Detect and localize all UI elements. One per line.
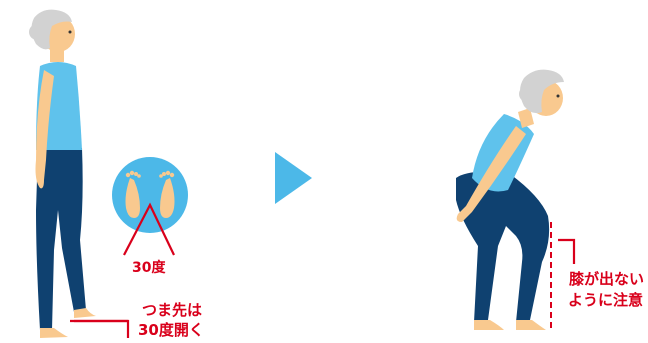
toe-pointer-line [70,319,130,338]
knee-pointer-line [558,238,576,264]
squatting-figure [456,69,564,330]
angle-label: 30度 [132,260,166,276]
knee-label-line1: 膝が出ない [569,270,645,288]
feet-icon [112,157,188,256]
standing-figure [29,9,96,338]
play-arrow-icon [275,152,312,204]
toe-label-line1: つま先は [142,301,203,319]
toe-label-line2: 30度開く [138,321,204,339]
knee-label-line2: ように注意 [568,291,644,309]
